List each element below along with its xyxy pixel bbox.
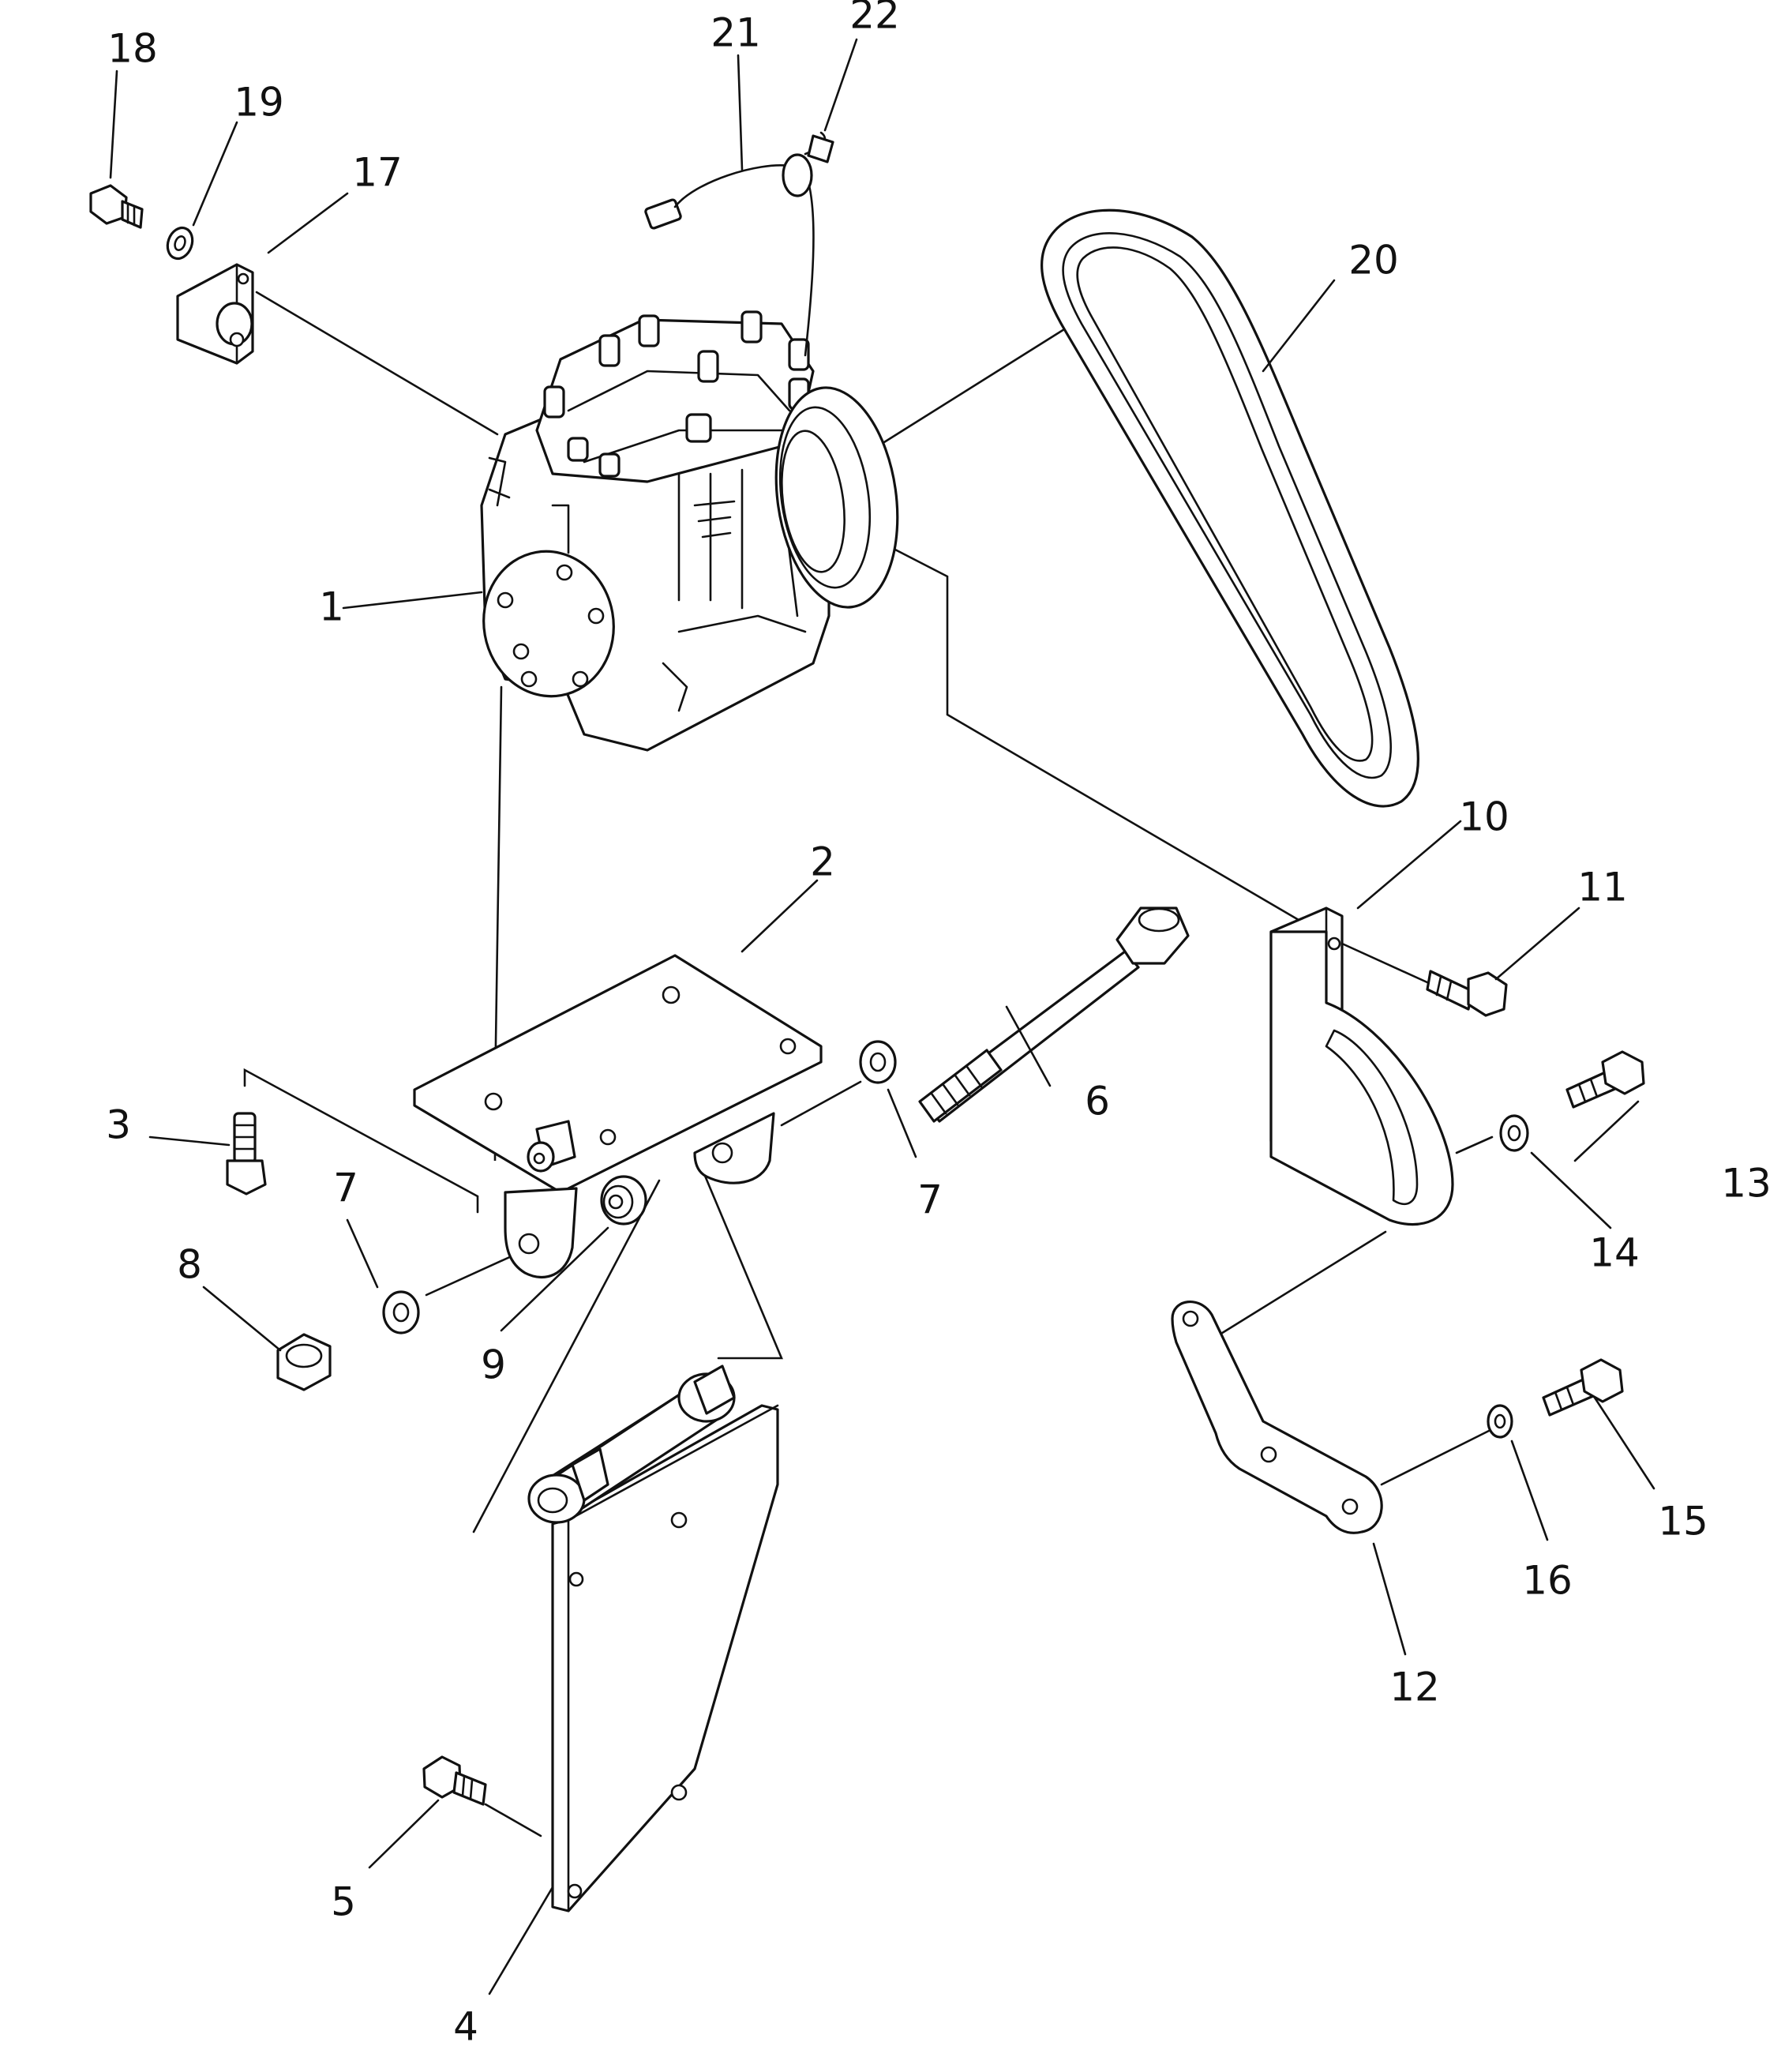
washer-icon [1487,1404,1513,1439]
callout-8: 8 [177,1242,202,1288]
bolt-icon [1565,1050,1645,1109]
bolt-icon [89,184,144,229]
compressor-icon [480,310,899,752]
callout-13: 13 [1721,1161,1772,1207]
bolt-icon [1426,970,1508,1017]
bracket-icon [1171,1301,1383,1534]
callout-10: 10 [1459,794,1509,840]
bracket-icon [176,263,254,365]
callout-4: 4 [453,2004,478,2050]
callout-20: 20 [1348,238,1399,283]
bolt-icon [1542,1358,1624,1417]
callout-7-right: 7 [917,1177,943,1223]
callout-19: 19 [234,80,284,126]
callout-2: 2 [810,839,835,885]
callout-7-left: 7 [333,1166,358,1211]
plate-icon [413,954,823,1279]
bracket-icon [1269,906,1454,1226]
callout-6: 6 [1085,1079,1110,1124]
callout-5: 5 [331,1879,356,1925]
callout-12: 12 [1389,1665,1440,1710]
callout-18: 18 [107,26,158,72]
washer-icon [166,226,194,261]
callout-labels: 18 19 17 21 22 20 1 2 10 11 13 6 3 7 7 8… [106,0,1772,2050]
wire-harness-icon [644,131,834,357]
bolt-icon [422,1755,487,1806]
callout-11: 11 [1577,865,1628,910]
callout-14: 14 [1589,1230,1640,1276]
bracket-icon [527,1364,779,1912]
callout-17: 17 [352,150,403,196]
callout-21: 21 [711,10,761,56]
washer-icon [859,1040,897,1084]
callout-16: 16 [1522,1558,1573,1604]
callout-22: 22 [849,0,900,38]
washer-icon [1499,1114,1529,1152]
callout-9: 9 [481,1342,506,1388]
washer-icon [382,1290,420,1334]
callout-leaders [109,38,1655,1995]
bolt-icon [226,1112,267,1196]
bolt-icon [918,906,1190,1123]
callout-3: 3 [106,1102,131,1148]
callout-1: 1 [319,584,344,630]
nut-icon [276,1333,332,1391]
v-belt-icon [1040,208,1419,808]
callout-15: 15 [1658,1499,1708,1545]
